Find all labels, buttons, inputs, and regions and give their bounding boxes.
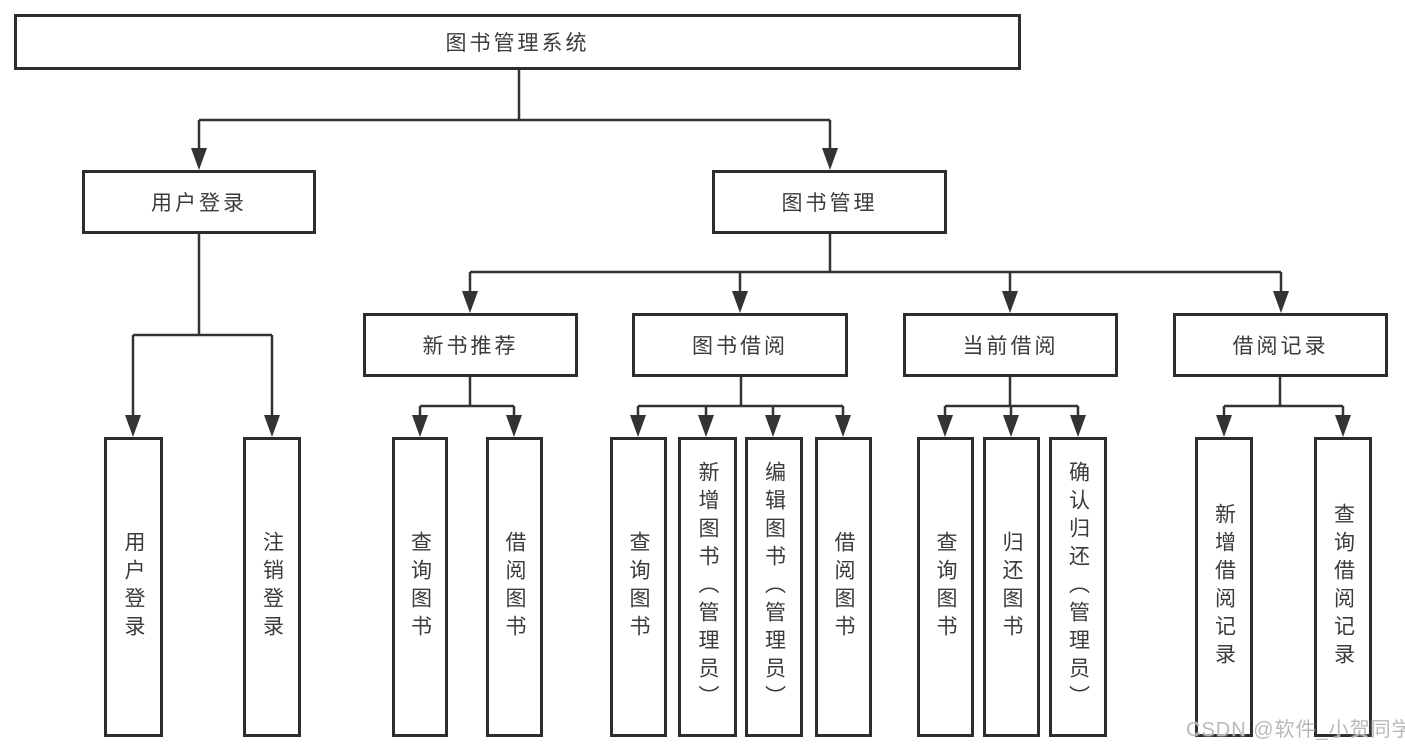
leaf-borrow-books-1-label: 借阅图书	[503, 531, 526, 643]
node-book-management-label: 图书管理	[781, 192, 878, 215]
leaf-logout: 注销登录	[243, 437, 301, 737]
node-book-management: 图书管理	[712, 170, 947, 234]
arrowheads	[125, 148, 1351, 437]
node-book-borrow-label: 图书借阅	[692, 335, 788, 358]
leaf-edit-books-admin-label: 编辑图书（管理员）	[762, 461, 786, 713]
leaf-return-books: 归还图书	[983, 437, 1040, 737]
node-current-borrow: 当前借阅	[903, 313, 1118, 377]
node-book-borrow: 图书借阅	[632, 313, 848, 377]
leaf-query-books-1: 查询图书	[392, 437, 448, 737]
leaf-logout-label: 注销登录	[260, 531, 284, 643]
leaf-borrow-books-1: 借阅图书	[486, 437, 543, 737]
leaf-query-books-2-label: 查询图书	[627, 531, 650, 643]
connector-strokes	[131, 70, 1345, 425]
leaf-add-borrow-record-label: 新增借阅记录	[1212, 503, 1236, 671]
leaf-query-books-1-label: 查询图书	[408, 531, 432, 643]
leaf-user-login-label: 用户登录	[122, 531, 145, 643]
leaf-confirm-return-admin: 确认归还（管理员）	[1049, 437, 1107, 737]
node-current-borrow-label: 当前借阅	[962, 335, 1059, 358]
leaf-borrow-books-2-label: 借阅图书	[832, 531, 855, 643]
node-root: 图书管理系统	[14, 14, 1021, 70]
node-borrow-records: 借阅记录	[1173, 313, 1388, 377]
leaf-query-borrow-record: 查询借阅记录	[1314, 437, 1372, 737]
leaf-return-books-label: 归还图书	[1000, 531, 1023, 643]
leaf-borrow-books-2: 借阅图书	[815, 437, 872, 737]
node-user-login-label: 用户登录	[151, 192, 247, 215]
node-new-book-recommend: 新书推荐	[363, 313, 578, 377]
leaf-add-books-admin: 新增图书（管理员）	[678, 437, 737, 737]
node-user-login: 用户登录	[82, 170, 316, 234]
node-root-label: 图书管理系统	[445, 32, 590, 55]
leaf-add-borrow-record: 新增借阅记录	[1195, 437, 1253, 737]
leaf-user-login: 用户登录	[104, 437, 163, 737]
leaf-edit-books-admin: 编辑图书（管理员）	[745, 437, 803, 737]
node-borrow-records-label: 借阅记录	[1232, 335, 1329, 358]
csdn-watermark: CSDN @软件_小贺同学	[1186, 719, 1405, 741]
node-new-book-recommend-label: 新书推荐	[422, 335, 519, 358]
leaf-confirm-return-admin-label: 确认归还（管理员）	[1066, 461, 1090, 713]
leaf-query-books-3: 查询图书	[917, 437, 974, 737]
leaf-add-books-admin-label: 新增图书（管理员）	[696, 461, 719, 713]
leaf-query-borrow-record-label: 查询借阅记录	[1331, 503, 1355, 671]
leaf-query-books-2: 查询图书	[610, 437, 667, 737]
leaf-query-books-3-label: 查询图书	[934, 531, 957, 643]
